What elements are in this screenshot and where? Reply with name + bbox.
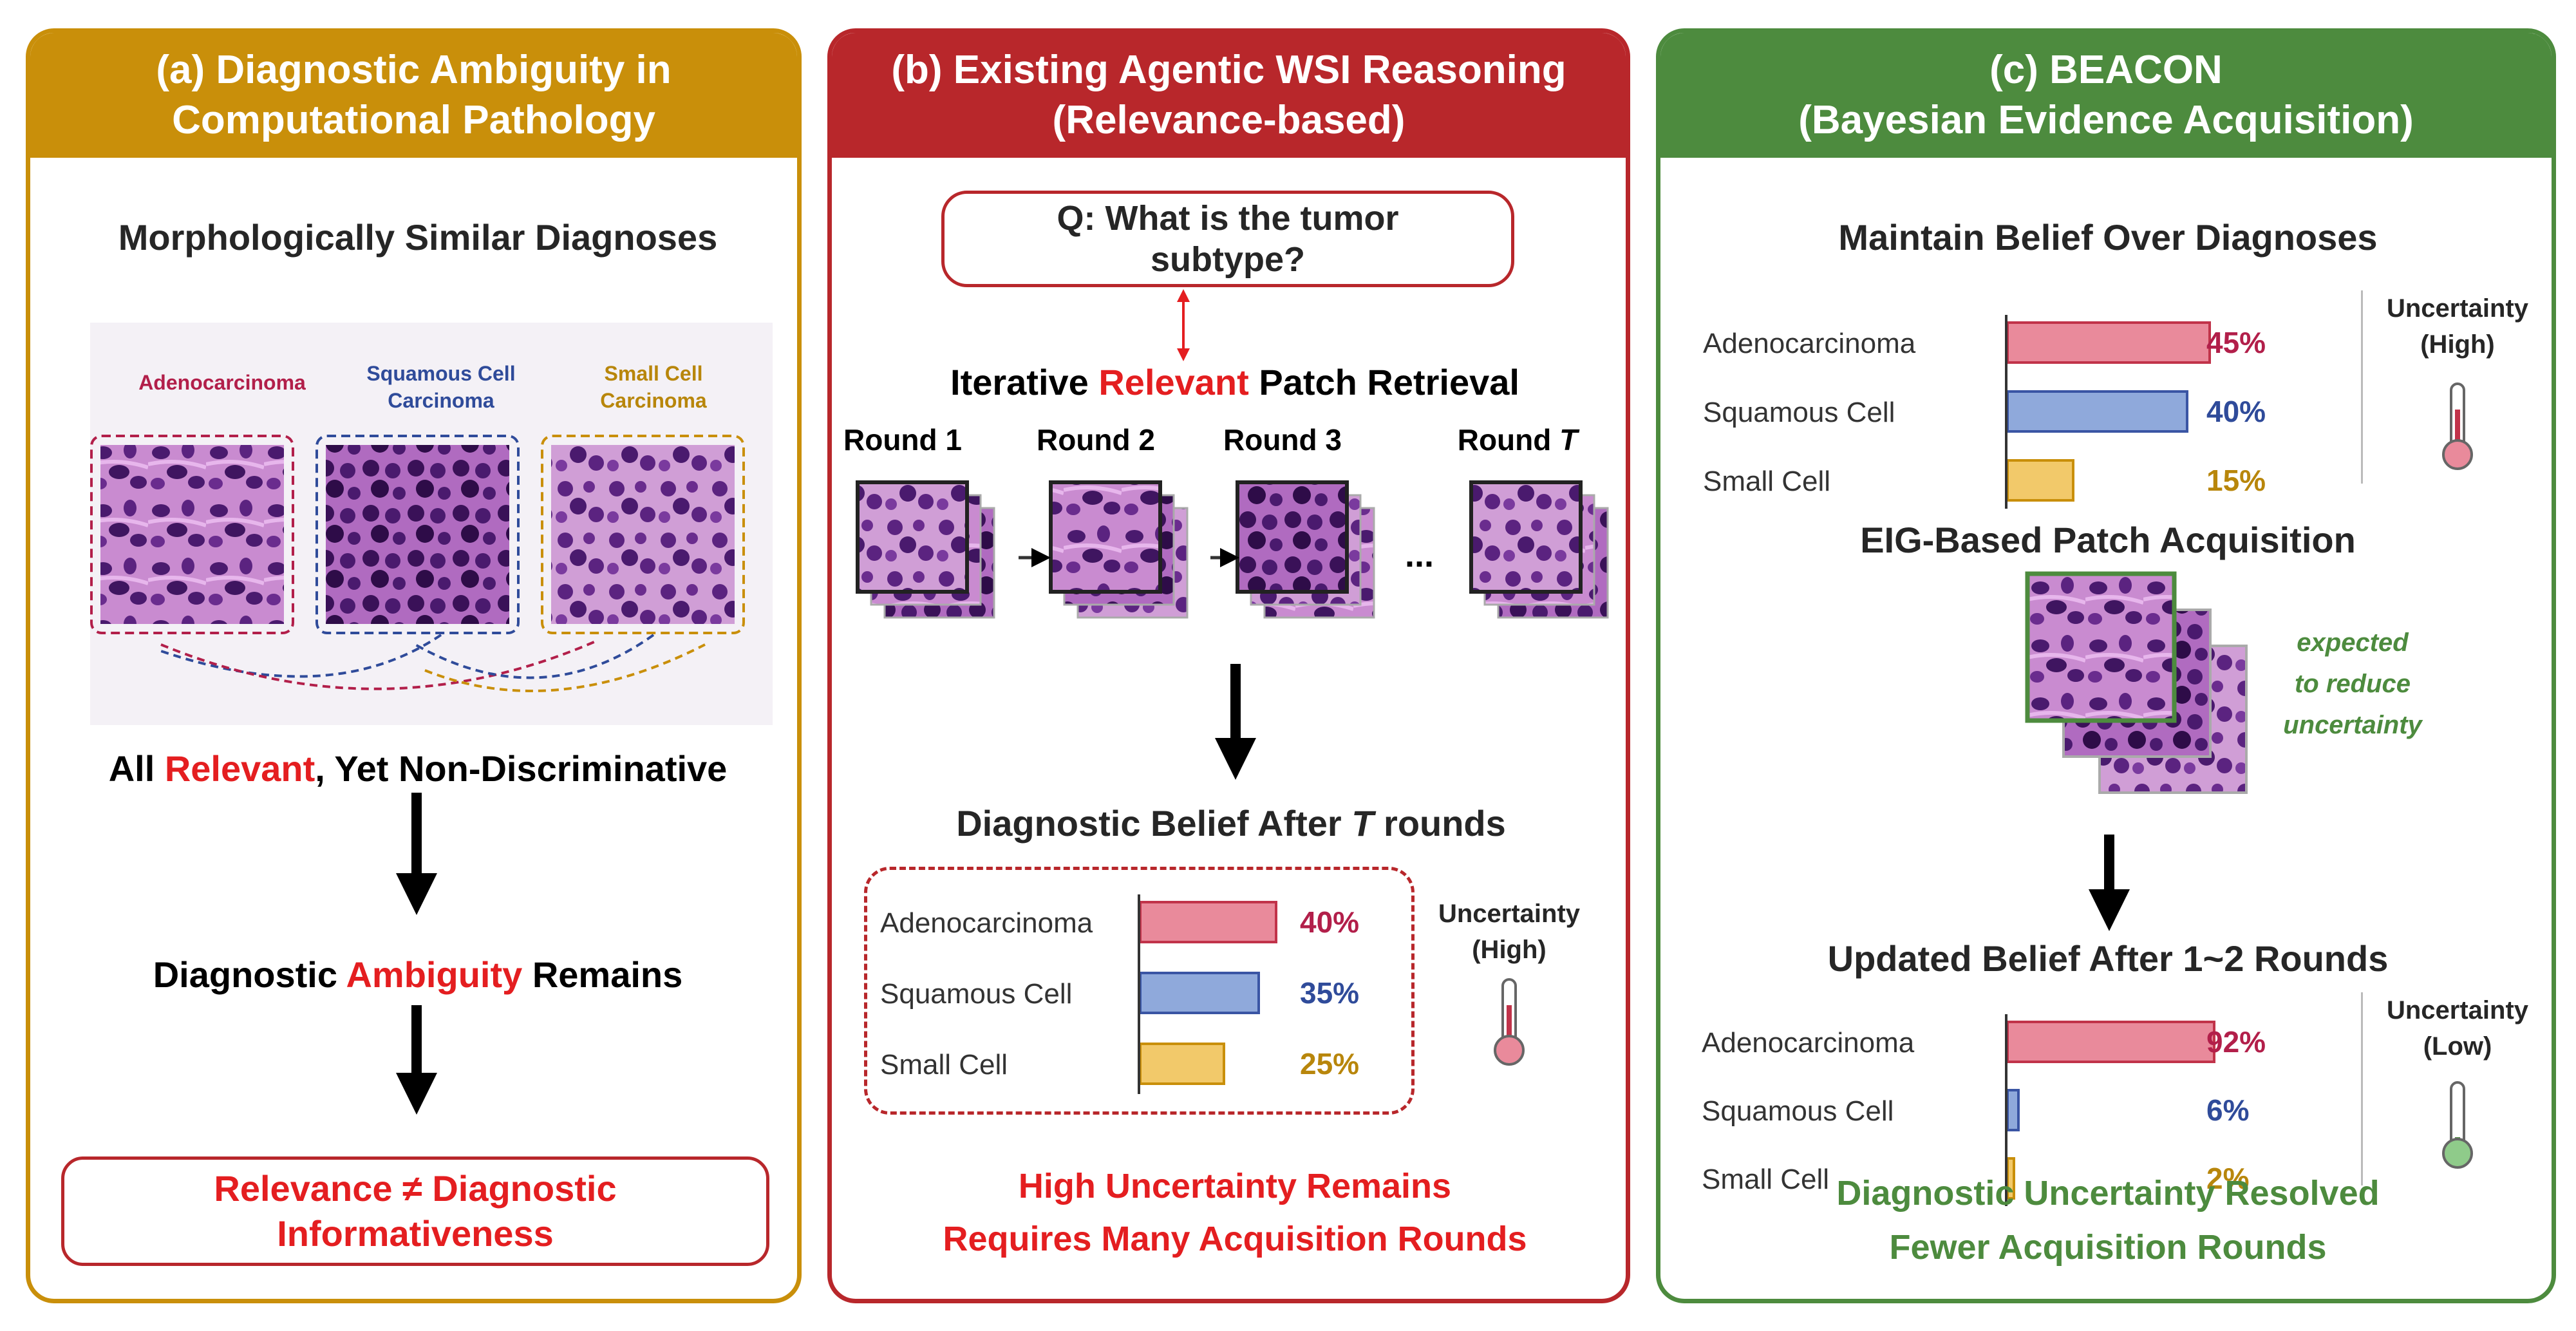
thermometer-high-icon [1494, 978, 1525, 1066]
belief_c1-label-2: Small Cell [1703, 466, 1831, 497]
panel-diagnostic-ambiguity: (a) Diagnostic Ambiguity in Computationa… [26, 28, 802, 1303]
belief_c2-pct-1: 6% [2206, 1093, 2250, 1127]
round-t-patches [1469, 480, 1609, 619]
down-arrow-c [2089, 835, 2130, 931]
belief-heading-c1: Maintain Belief Over Diagnoses [1838, 217, 2378, 258]
panel-a-title-line2: Computational Pathology [172, 98, 655, 142]
belief_c2-label-2: Small Cell [1702, 1164, 1830, 1195]
tissue-frame-squamous [315, 435, 520, 634]
link-smallcell-squamous [415, 634, 655, 679]
belief-chart-c1: Adenocarcinoma 45% Squamous Cell 40% Small C… [1660, 284, 2330, 509]
uncertainty-c1-label: Uncertainty (High) [2386, 294, 2529, 359]
belief_b-bar-0 [1139, 901, 1277, 943]
eig-patches-svg [2025, 571, 2248, 794]
belief_c1-label-1: Squamous Cell [1703, 397, 1895, 428]
belief_b-pct-0: 40% [1300, 905, 1360, 939]
panel-existing-reasoning: (b) Existing Agentic WSI Reasoning (Rele… [827, 28, 1630, 1303]
tissue-comparison-figure: Adenocarcinoma Squamous Cell Carcinoma S… [90, 323, 773, 725]
belief_c1-pct-1: 40% [2206, 395, 2266, 428]
belief_c1-bar-1 [2006, 390, 2188, 433]
round-ellipsis: ... [1405, 536, 1434, 574]
ambiguity-statement: Diagnostic Ambiguity Remains [153, 954, 683, 995]
tissue-frame-adeno [90, 435, 294, 634]
panel-b-header: (b) Existing Agentic WSI Reasoning (Rele… [832, 33, 1626, 158]
belief_b-pct-2: 25% [1300, 1047, 1360, 1081]
divider-c2 [2361, 992, 2363, 1185]
down-arrow-1 [396, 793, 437, 915]
panel-c-header: (c) BEACON (Bayesian Evidence Acquisitio… [1660, 33, 2552, 158]
round-1-label: Round 1 [843, 423, 962, 457]
conclusion-box-a: Relevance ≠ Diagnostic Informativeness [61, 1156, 769, 1266]
belief_c2-bar-0 [2006, 1021, 2215, 1063]
question-box: Q: What is the tumor subtype? [941, 191, 1514, 287]
belief_c1-pct-2: 15% [2206, 464, 2266, 497]
down-arrow-b [1215, 664, 1256, 780]
belief_c1-label-0: Adenocarcinoma [1703, 328, 1916, 359]
tissue-label-small-cell: Small Cell Carcinoma [600, 362, 707, 412]
belief-heading-b: Diagnostic Belief After T rounds [956, 803, 1506, 844]
round-t-label: Round T [1457, 423, 1578, 457]
panel-beacon: (c) BEACON (Bayesian Evidence Acquisitio… [1656, 28, 2556, 1303]
patch-rounds-svg [856, 480, 1609, 619]
conclusion-b: High Uncertainty Remains Requires Many A… [943, 1167, 1527, 1258]
uncertainty-c2-label: Uncertainty (Low) [2386, 996, 2529, 1061]
belief_c1-pct-0: 45% [2206, 326, 2266, 359]
belief_c2-label-1: Squamous Cell [1702, 1095, 1894, 1127]
belief_c2-pct-2: 2% [2206, 1162, 2250, 1195]
round-3-patches [1236, 480, 1375, 619]
tissue-patches-svg [90, 435, 745, 692]
panel-a-header: (a) Diagnostic Ambiguity in Computationa… [30, 33, 797, 158]
link-squamous-smallcell [424, 643, 706, 692]
divider-c1 [2361, 290, 2363, 484]
belief_c1-bar-2 [2006, 459, 2074, 502]
round-1-patches [856, 480, 995, 619]
retrieval-heading: Iterative Relevant Patch Retrieval [950, 362, 1519, 402]
belief_c2-label-0: Adenocarcinoma [1702, 1027, 1915, 1059]
belief_c2-bar-2 [2006, 1157, 2015, 1200]
belief_c1-axis [2005, 315, 2007, 509]
bidirectional-arrow [1177, 289, 1190, 361]
belief_c2-axis [2005, 1014, 2007, 1206]
eig-note: expected to reduce uncertainty [2283, 628, 2422, 739]
link-adeno-smallcell [160, 640, 596, 690]
tissue-patch-small-cell [551, 445, 735, 624]
tissue-label-squamous: Squamous Cell Carcinoma [366, 362, 516, 412]
round-3-label: Round 3 [1223, 423, 1342, 457]
belief_c2-bar-1 [2006, 1089, 2020, 1131]
belief-box-b: Adenocarcinoma 40% Squamous Cell 35% Small C… [864, 867, 1415, 1115]
belief_b-pct-1: 35% [1300, 976, 1360, 1010]
belief_c1-bar-0 [2006, 321, 2211, 364]
belief_b-label-2: Small Cell [880, 1049, 1008, 1081]
all-relevant-statement: All Relevant, Yet Non-Discriminative [108, 748, 728, 789]
tissue-label-adeno: Adenocarcinoma [138, 371, 306, 394]
belief_b-label-1: Squamous Cell [880, 978, 1073, 1010]
round-2-patches [1049, 480, 1189, 619]
thermometer-low-icon [2442, 1081, 2473, 1169]
panel-a-title-line1: (a) Diagnostic Ambiguity in [156, 48, 672, 92]
belief-chart-c2: Adenocarcinoma 92% Squamous Cell 6% Small Ce… [1660, 992, 2330, 1211]
eig-heading: EIG-Based Patch Acquisition [1860, 520, 2356, 560]
belief-heading-c2: Updated Belief After 1~2 Rounds [1827, 938, 2389, 979]
morph-heading: Morphologically Similar Diagnoses [118, 217, 718, 258]
uncertainty-b-label: Uncertainty (High) [1438, 900, 1581, 964]
tissue-patch-adeno [100, 445, 284, 624]
link-squamous-adeno [160, 634, 442, 678]
tissue-frame-small-cell [541, 435, 745, 634]
belief_c2-pct-0: 92% [2206, 1025, 2266, 1059]
down-arrow-2 [396, 1005, 437, 1115]
belief_b-bar-2 [1139, 1043, 1226, 1085]
thermometer-high-icon [2442, 382, 2473, 470]
conclusion-c: Diagnostic Uncertainty Resolved Fewer Ac… [1836, 1174, 2380, 1267]
round-2-label: Round 2 [1037, 423, 1155, 457]
belief_b-bar-1 [1139, 972, 1261, 1014]
tissue-patch-squamous [326, 445, 509, 624]
belief_b-label-0: Adenocarcinoma [880, 907, 1093, 939]
belief_b-axis [1138, 894, 1140, 1094]
